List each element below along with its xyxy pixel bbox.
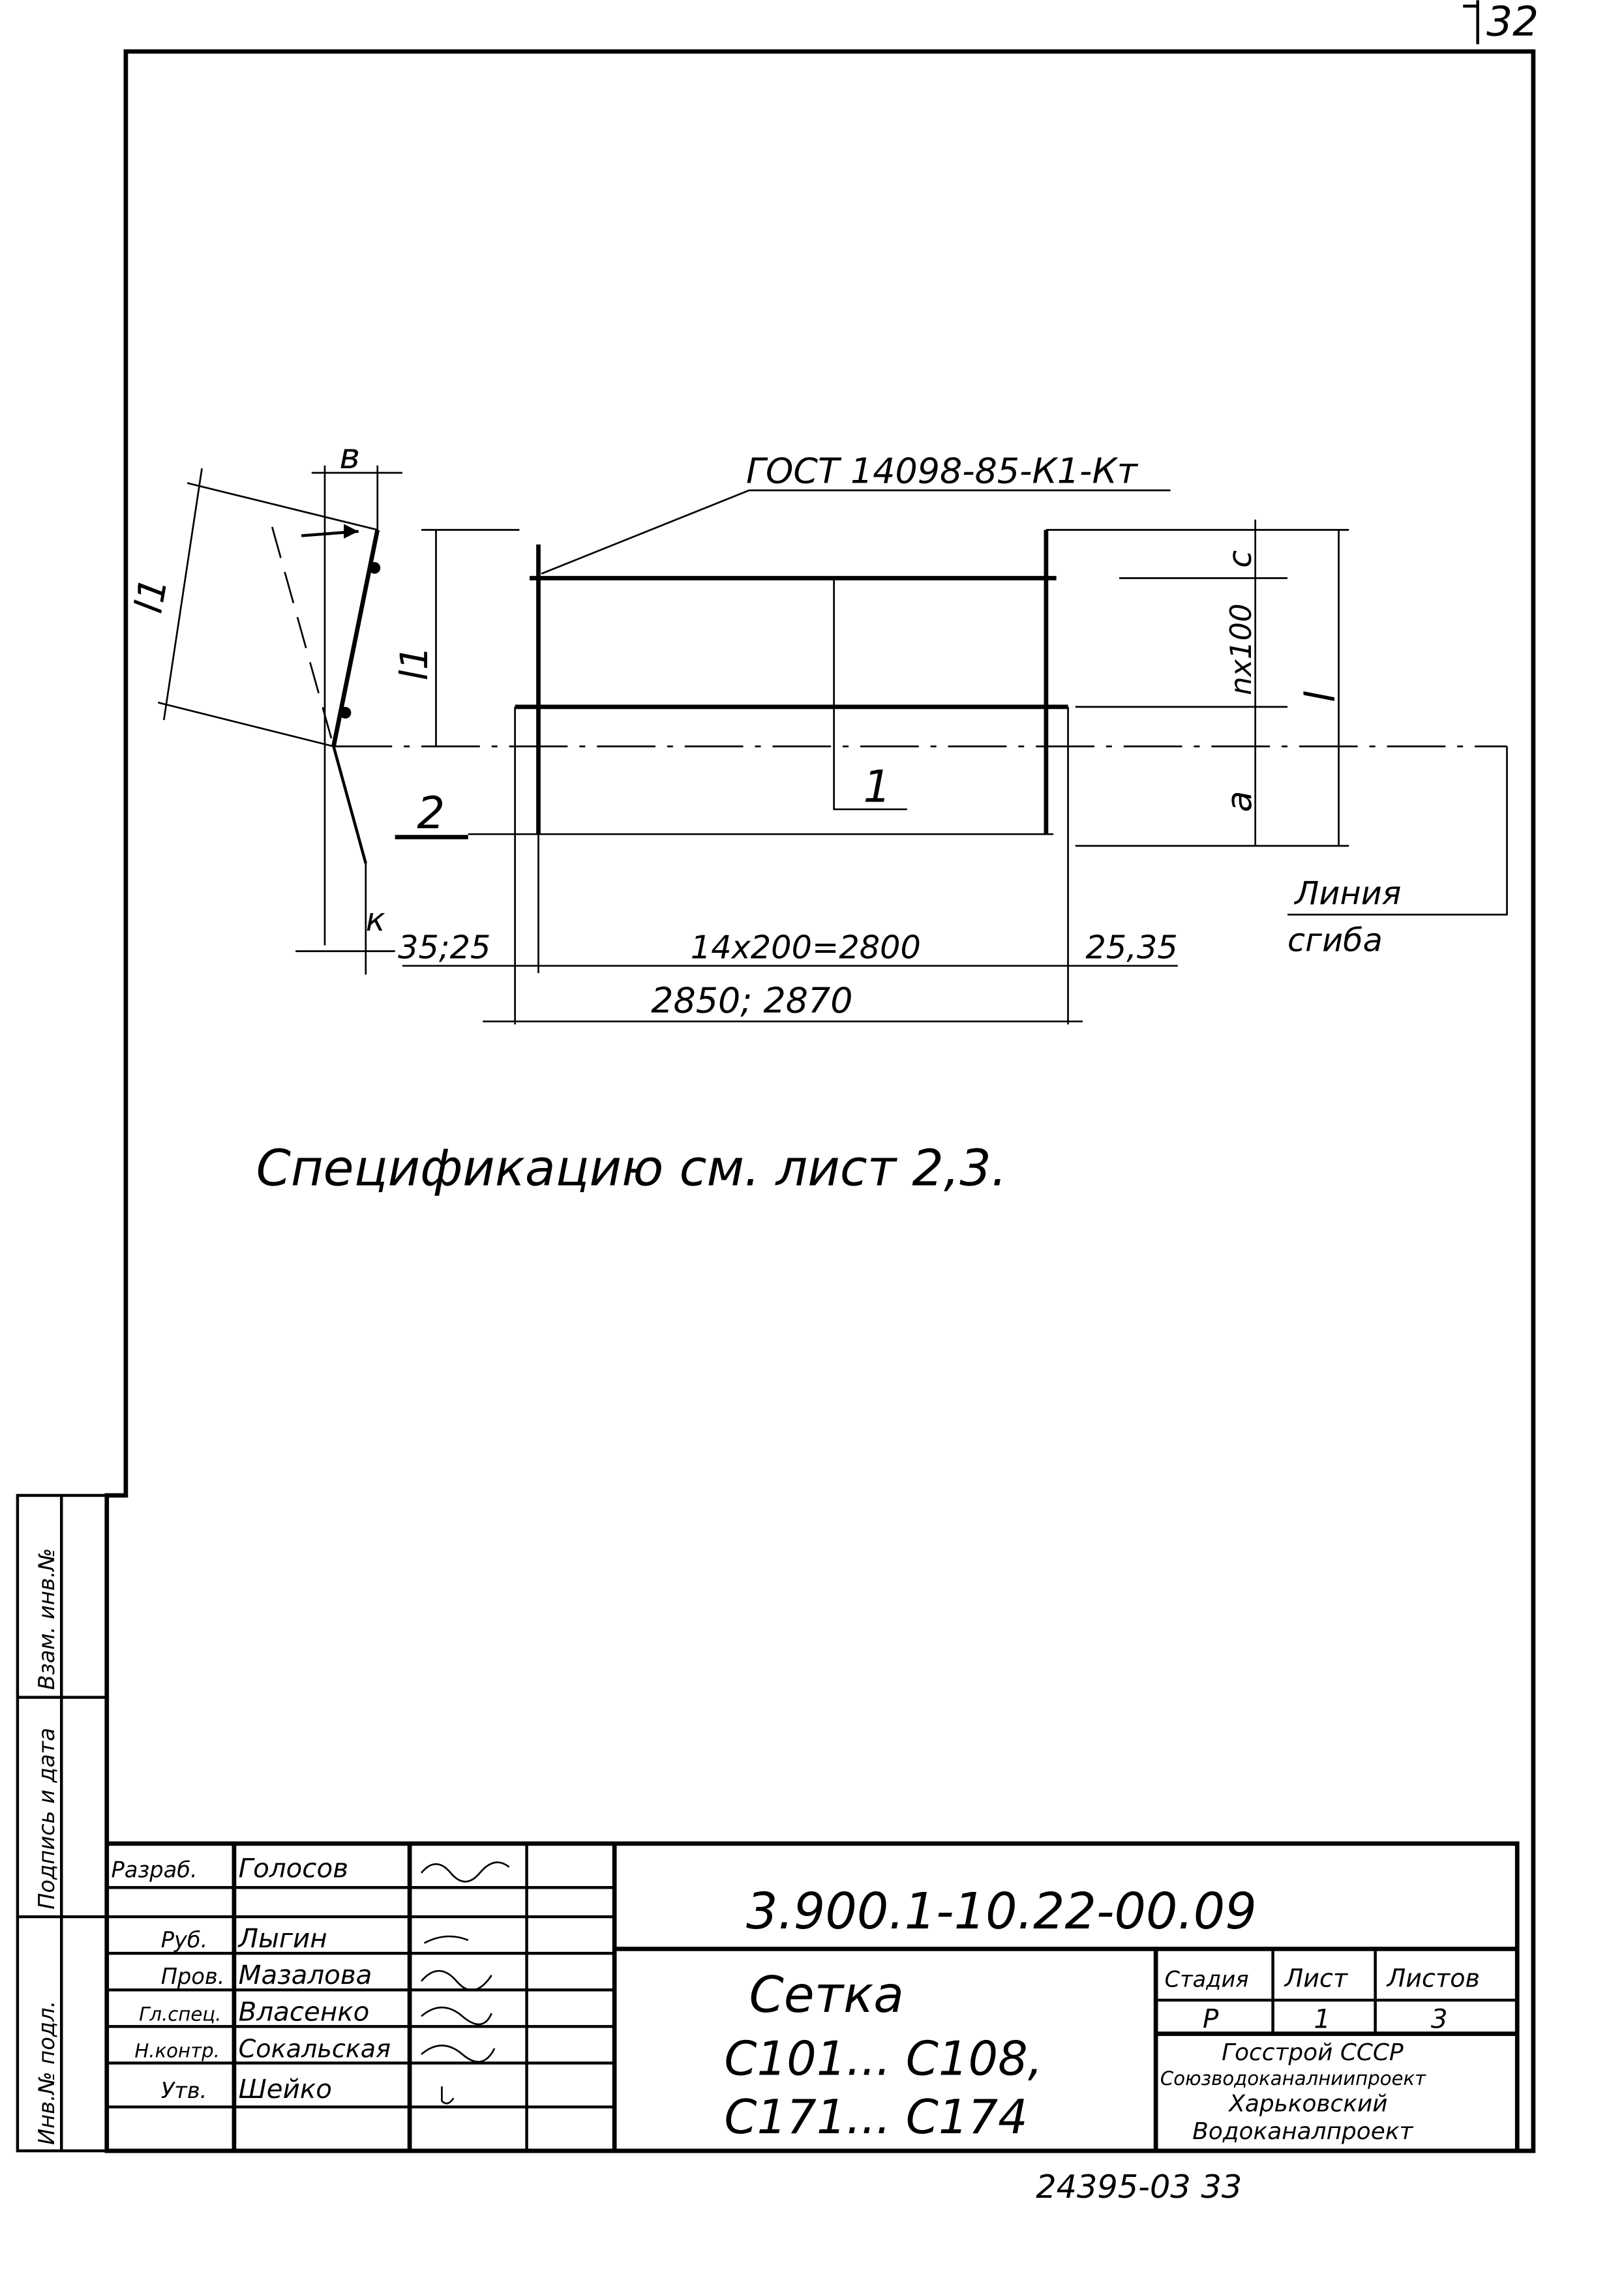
role-row-7: Утв.: [161, 2078, 207, 2103]
sheet-value: 1: [1314, 2004, 1331, 2035]
org-line-4: Водоканалпроект: [1192, 2118, 1413, 2145]
stamp-signature-date: Подпись и дата: [34, 1728, 59, 1910]
dim-l: l: [1297, 691, 1344, 702]
org-line-1: Госстрой СССР: [1222, 2039, 1404, 2066]
stamp-replaced-inv: Взам. инв.№: [34, 1548, 59, 1690]
title-block: Разраб. Голосов Руб. Лыгин Пров. Мазалов…: [106, 1841, 1520, 2151]
mesh-drawing: в l1 к ГОСТ 14098-85-К1-Кт l1 c nx100 l …: [127, 436, 1508, 1025]
title-line-1: Сетка: [749, 1966, 904, 2024]
dim-k: к: [366, 901, 385, 938]
drawing-frame: [104, 49, 1536, 2153]
dim-spacing: 14x200=2800: [691, 929, 921, 967]
name-row-3: Лыгин: [237, 1923, 327, 1954]
stage-value: Р: [1203, 2004, 1219, 2035]
name-row-1: Голосов: [239, 1853, 348, 1884]
dim-nx100: nx100: [1224, 603, 1258, 695]
side-stamp-strip: Взам. инв.№ Подпись и дата Инв.№ подл.: [16, 1493, 108, 2153]
sheets-value: 3: [1431, 2004, 1448, 2035]
signatures-table: Разраб. Голосов Руб. Лыгин Пров. Мазалов…: [111, 1853, 510, 2105]
stamp-original-inv: Инв.№ подл.: [34, 2001, 59, 2145]
sheet-header: Лист: [1284, 1964, 1349, 1993]
org-line-3: Харьковский: [1227, 2090, 1387, 2117]
bend-line-label-1: Линия: [1293, 875, 1401, 912]
name-row-7: Шейко: [239, 2074, 332, 2105]
role-row-1: Разраб.: [111, 1857, 197, 1883]
dim-c: c: [1221, 550, 1259, 568]
title-line-2: С101... С108,: [724, 2031, 1042, 2086]
dim-left-offset: 35;25: [398, 929, 490, 967]
corner-sheet-number: 32: [1463, 0, 1539, 45]
org-line-2: Союзводоканалниипроект: [1160, 2067, 1426, 2090]
drawing-designation: 3.900.1-10.22-00.09: [746, 1882, 1257, 1940]
dim-l1: l1: [392, 646, 436, 680]
dim-a: a: [1218, 790, 1259, 812]
stage-header: Стадия: [1165, 1967, 1249, 1992]
dim-b: в: [339, 436, 360, 477]
position-2: 2: [417, 788, 445, 839]
position-1: 1: [864, 762, 892, 813]
gost-leader-label: ГОСТ 14098-85-К1-Кт: [746, 451, 1139, 492]
specification-note: Спецификацию см. лист 2,3.: [256, 1139, 1007, 1197]
dim-l1-left: l1: [127, 575, 176, 616]
bend-line-label-2: сгиба: [1287, 922, 1383, 959]
role-row-5: Гл.спец.: [139, 2003, 221, 2025]
archive-number: 24395-03 33: [1036, 2168, 1242, 2206]
title-line-3: С171... С174: [724, 2090, 1027, 2144]
name-row-4: Мазалова: [239, 1960, 372, 1990]
dim-right-offset: 25,35: [1085, 929, 1177, 967]
dim-total: 2850; 2870: [651, 980, 852, 1021]
role-row-6: Н.контр.: [134, 2039, 219, 2061]
name-row-5: Власенко: [239, 1996, 370, 2027]
role-row-3: Руб.: [161, 1927, 208, 1953]
name-row-6: Сокальская: [239, 2034, 391, 2063]
corner-number-text: 32: [1486, 0, 1539, 45]
role-row-4: Пров.: [161, 1964, 225, 1989]
sheets-header: Листов: [1386, 1964, 1480, 1993]
signatures: [421, 1861, 510, 2105]
